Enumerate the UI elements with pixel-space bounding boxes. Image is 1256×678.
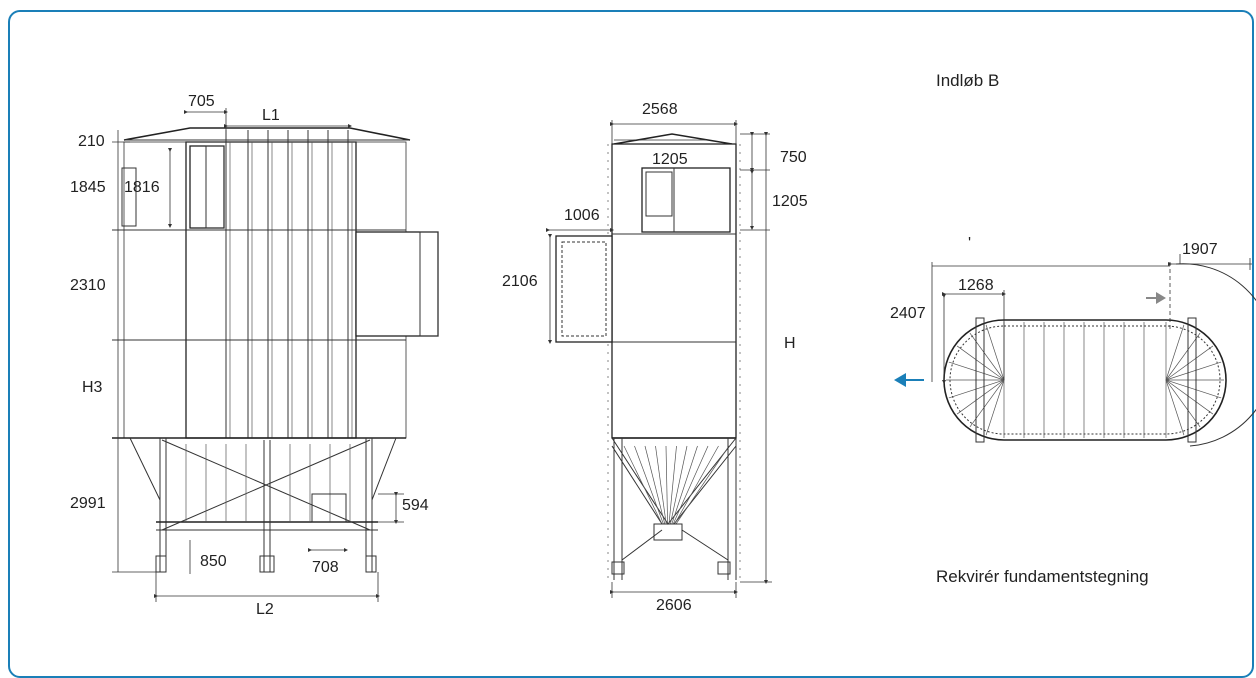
dim-210: 210 bbox=[78, 133, 105, 150]
dim-2310: 2310 bbox=[70, 277, 106, 294]
side-view: 2568 1205 750 1205 1006 2106 H 2606 bbox=[502, 101, 808, 614]
dim-594: 594 bbox=[402, 497, 429, 514]
dim-2606: 2606 bbox=[656, 597, 692, 614]
drawing-line bbox=[956, 345, 1005, 381]
drawing-line bbox=[956, 379, 1005, 415]
plan-filter-lines bbox=[946, 322, 1224, 438]
foundation-note: Rekvirér fundamentstegning bbox=[936, 567, 1149, 586]
drawing-line bbox=[985, 379, 1005, 436]
drawing-line bbox=[1165, 324, 1185, 381]
drawing-line bbox=[665, 445, 668, 525]
dim-2106: 2106 bbox=[502, 273, 538, 290]
drawing-line bbox=[675, 445, 730, 525]
dim-750: 750 bbox=[780, 149, 807, 166]
dim-2568: 2568 bbox=[642, 101, 678, 118]
dim-708: 708 bbox=[312, 559, 339, 576]
dim-1205-right: 1205 bbox=[772, 193, 808, 210]
plan-view: Indløb B ' 1907 1268 2407 Rekvirér funda… bbox=[890, 71, 1256, 586]
drawing-line bbox=[1165, 332, 1201, 381]
drawing-line bbox=[1165, 379, 1222, 399]
dim-850: 850 bbox=[200, 553, 227, 570]
dim-l1: L1 bbox=[262, 107, 280, 124]
drawing-line bbox=[672, 445, 709, 525]
drawing-line bbox=[623, 445, 663, 525]
drawing-line bbox=[969, 379, 1005, 428]
dim-2407: 2407 bbox=[890, 305, 926, 322]
drawing-line bbox=[1165, 379, 1201, 428]
drawing-line bbox=[644, 445, 666, 525]
drawing-line bbox=[969, 332, 1005, 381]
drawing-line bbox=[671, 445, 698, 525]
drawing-line bbox=[634, 445, 664, 525]
drawing-line bbox=[670, 445, 688, 525]
drawing-line bbox=[1165, 361, 1222, 381]
front-panel-lines bbox=[225, 130, 353, 438]
drawing-line bbox=[1165, 379, 1185, 436]
tick-mark: ' bbox=[968, 235, 971, 252]
drawing-line bbox=[1165, 345, 1214, 381]
inlet-label: Indløb B bbox=[936, 71, 999, 90]
dim-1816: 1816 bbox=[124, 179, 160, 196]
drawing-line bbox=[1165, 379, 1214, 415]
front-hopper-struts bbox=[185, 444, 351, 522]
dim-h3: H3 bbox=[82, 379, 103, 396]
drawing-line bbox=[655, 445, 667, 525]
dim-1268: 1268 bbox=[958, 277, 994, 294]
dim-h: H bbox=[784, 335, 796, 352]
drawing-line bbox=[668, 445, 677, 525]
dim-l2: L2 bbox=[256, 601, 274, 618]
dim-2991: 2991 bbox=[70, 495, 106, 512]
side-hopper-lines bbox=[623, 445, 730, 525]
drawing-line bbox=[674, 445, 719, 525]
dim-1907: 1907 bbox=[1182, 241, 1218, 258]
dim-1205-top: 1205 bbox=[652, 151, 688, 168]
dim-1845: 1845 bbox=[70, 179, 106, 196]
front-view: 705 L1 210 1845 1816 2310 H3 2991 594 85… bbox=[70, 93, 439, 618]
dim-705: 705 bbox=[188, 93, 215, 110]
drawing-line bbox=[985, 324, 1005, 381]
dim-1006: 1006 bbox=[564, 207, 600, 224]
